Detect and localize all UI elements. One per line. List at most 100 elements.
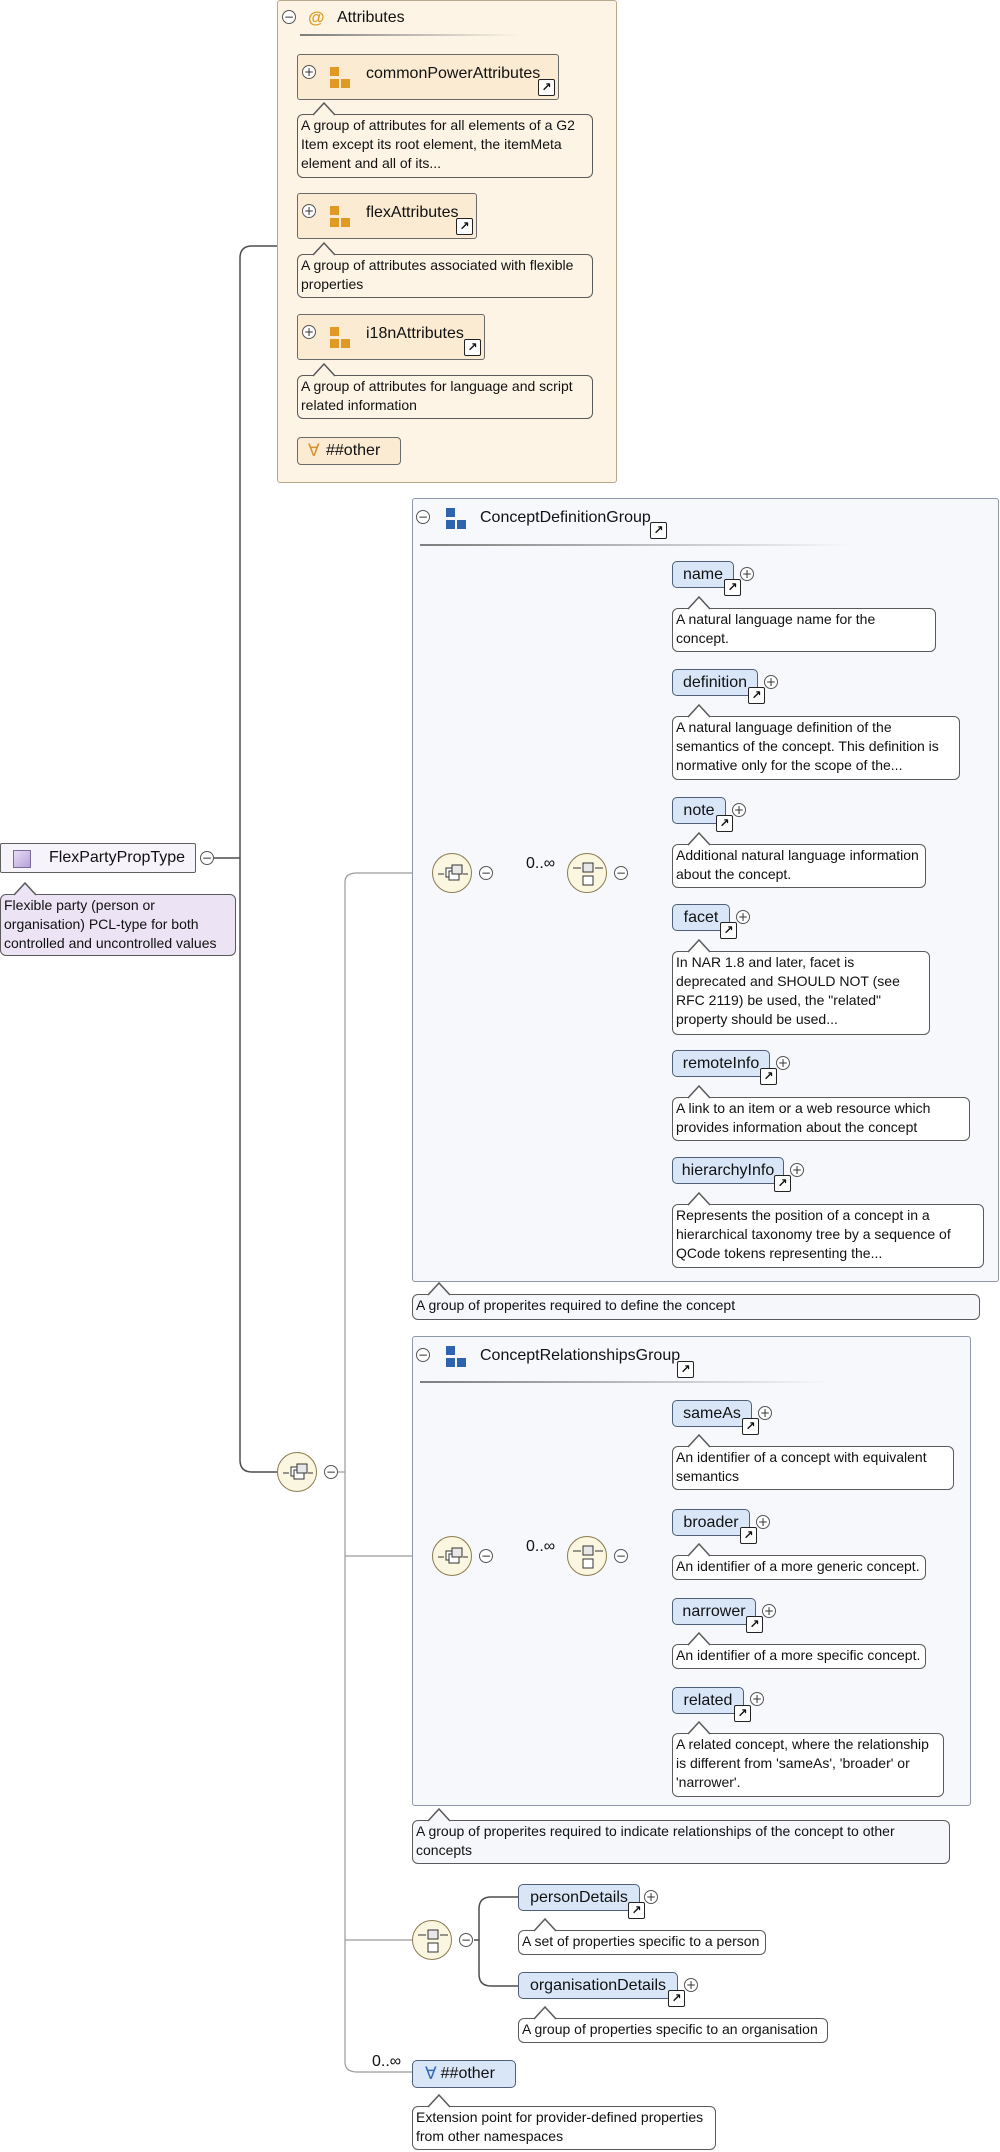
annotation-tip: [313, 363, 335, 377]
expand-toggle[interactable]: +: [302, 65, 316, 79]
element-label: definition: [682, 673, 748, 691]
link-icon[interactable]: ↗: [746, 1616, 763, 1633]
link-icon[interactable]: ↗: [628, 1902, 645, 1919]
root-element[interactable]: FlexPartyPropType: [0, 843, 196, 873]
link-icon[interactable]: ↗: [742, 1418, 759, 1435]
attribute-group-common-power[interactable]: + commonPowerAttributes ↗: [297, 54, 559, 100]
root-element-label: FlexPartyPropType: [49, 849, 186, 866]
annotation-tip: [688, 704, 710, 718]
element-personDetails[interactable]: personDetails: [518, 1884, 640, 1911]
link-icon[interactable]: ↗: [734, 1705, 751, 1722]
sequence-compositor[interactable]: [432, 1536, 472, 1576]
attribute-group-icon: [330, 327, 352, 354]
element-annotation: An identifier of a more generic concept.: [672, 1555, 926, 1580]
attribute-group-label: commonPowerAttributes: [366, 65, 541, 82]
annotation-tip: [428, 1808, 450, 1822]
sequence-collapse-toggle[interactable]: −: [614, 1549, 628, 1563]
element-annotation: A related concept, where the relationshi…: [672, 1733, 944, 1797]
expand-toggle[interactable]: +: [750, 1692, 764, 1706]
element-sameAs[interactable]: sameAs: [672, 1400, 752, 1427]
annotation-tip: [688, 939, 710, 953]
group-separator: [420, 544, 850, 546]
annotation-tip: [688, 1192, 710, 1206]
element-narrower[interactable]: narrower: [672, 1598, 756, 1625]
annotation-tip: [534, 2006, 556, 2020]
expand-toggle[interactable]: +: [740, 567, 754, 581]
sequence-collapse-toggle[interactable]: −: [479, 1549, 493, 1563]
element-label: remoteInfo: [682, 1054, 760, 1072]
expand-toggle[interactable]: +: [762, 1604, 776, 1618]
link-icon[interactable]: ↗: [724, 579, 741, 596]
annotation-tip: [688, 596, 710, 610]
expand-toggle[interactable]: +: [736, 910, 750, 924]
expand-toggle[interactable]: +: [756, 1515, 770, 1529]
annotation-tip: [428, 1282, 450, 1296]
choice-collapse-toggle[interactable]: −: [459, 1933, 473, 1947]
link-icon[interactable]: ↗: [668, 1990, 685, 2007]
element-organisationDetails[interactable]: organisationDetails: [518, 1972, 678, 1999]
annotation-tip: [688, 1632, 710, 1646]
link-icon[interactable]: ↗: [748, 687, 765, 704]
element-related[interactable]: related: [672, 1687, 744, 1714]
sequence-collapse-toggle[interactable]: −: [614, 866, 628, 880]
expand-toggle[interactable]: +: [302, 204, 316, 218]
element-definition[interactable]: definition: [672, 669, 758, 696]
attributes-separator: [300, 34, 520, 36]
attribute-group-i18n[interactable]: + i18nAttributes ↗: [297, 314, 485, 360]
sequence-compositor[interactable]: [277, 1452, 317, 1492]
cardinality-label: 0..∞: [372, 2053, 402, 2070]
link-icon[interactable]: ↗: [538, 79, 555, 96]
sequence-collapse-toggle[interactable]: −: [324, 1465, 338, 1479]
cardinality-label: 0..∞: [526, 1538, 556, 1555]
attribute-group-flex[interactable]: + flexAttributes ↗: [297, 193, 477, 239]
element-annotation: A group of properties specific to an org…: [518, 2018, 828, 2043]
group-collapse-toggle[interactable]: −: [416, 1348, 430, 1362]
expand-toggle[interactable]: +: [644, 1890, 658, 1904]
element-annotation: A natural language name for the concept.: [672, 608, 936, 652]
link-icon[interactable]: ↗: [464, 339, 481, 356]
sequence-compositor-inner[interactable]: [567, 1536, 607, 1576]
element-annotation: An identifier of a more specific concept…: [672, 1644, 926, 1669]
link-icon[interactable]: ↗: [677, 1361, 694, 1378]
annotation-tip: [14, 882, 36, 896]
expand-toggle[interactable]: +: [758, 1406, 772, 1420]
choice-compositor[interactable]: [412, 1920, 452, 1960]
sequence-collapse-toggle[interactable]: −: [479, 866, 493, 880]
element-hierarchyInfo[interactable]: hierarchyInfo: [672, 1157, 784, 1184]
expand-toggle[interactable]: +: [764, 675, 778, 689]
expand-toggle[interactable]: +: [776, 1056, 790, 1070]
link-icon[interactable]: ↗: [456, 218, 473, 235]
any-attribute[interactable]: ∀ ##other: [297, 437, 401, 465]
any-element[interactable]: ∀ ##other: [412, 2060, 516, 2088]
link-icon[interactable]: ↗: [650, 522, 667, 539]
element-remoteInfo[interactable]: remoteInfo: [672, 1050, 770, 1077]
expand-toggle[interactable]: +: [302, 325, 316, 339]
element-label: sameAs: [683, 1404, 741, 1422]
group-collapse-toggle[interactable]: −: [416, 510, 430, 524]
attributes-title: Attributes: [337, 9, 405, 26]
link-icon[interactable]: ↗: [720, 922, 737, 939]
element-label: hierarchyInfo: [681, 1161, 775, 1179]
root-collapse-toggle[interactable]: −: [200, 851, 214, 865]
expand-toggle[interactable]: +: [790, 1163, 804, 1177]
concept-relationships-title: ConceptRelationshipsGroup: [480, 1347, 681, 1364]
sequence-compositor[interactable]: [432, 853, 472, 893]
expand-toggle[interactable]: +: [684, 1978, 698, 1992]
annotation-tip: [688, 1543, 710, 1557]
cardinality-label: 0..∞: [526, 855, 556, 872]
element-name[interactable]: name: [672, 561, 734, 588]
element-broader[interactable]: broader: [672, 1509, 750, 1536]
element-label: name: [682, 565, 724, 583]
link-icon[interactable]: ↗: [716, 815, 733, 832]
link-icon[interactable]: ↗: [740, 1527, 757, 1544]
sequence-compositor-inner[interactable]: [567, 853, 607, 893]
attribute-at-icon: @: [308, 8, 325, 27]
element-label: personDetails: [530, 1888, 628, 1906]
expand-toggle[interactable]: +: [732, 803, 746, 817]
link-icon[interactable]: ↗: [774, 1175, 791, 1192]
link-icon[interactable]: ↗: [760, 1068, 777, 1085]
any-attribute-icon: ∀: [308, 441, 320, 460]
group-separator: [420, 1381, 830, 1383]
attributes-collapse-toggle[interactable]: −: [282, 10, 296, 24]
any-element-label: ##other: [440, 2065, 495, 2082]
